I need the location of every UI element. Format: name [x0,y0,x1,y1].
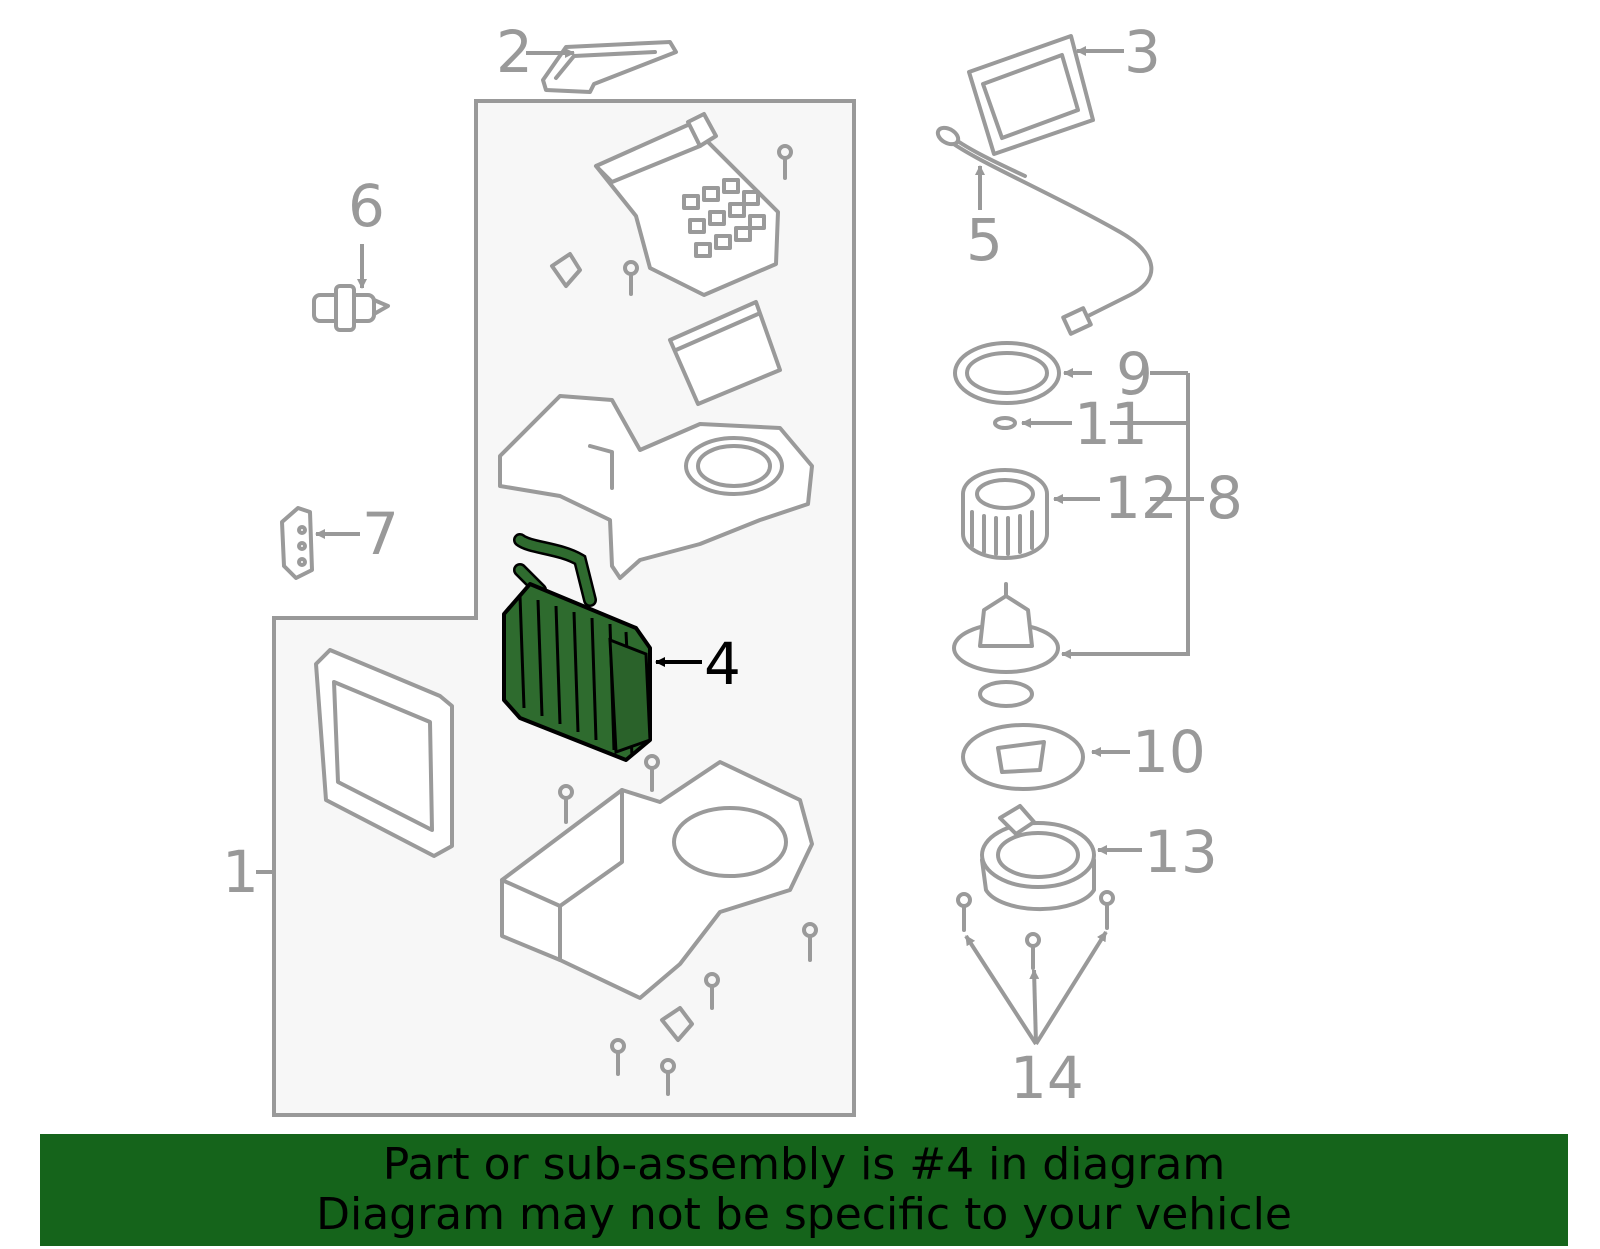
banner-line-2: Diagram may not be specific to your vehi… [316,1189,1292,1240]
part-13-housing [980,804,1096,912]
screw [660,1058,676,1096]
part-5-sensor-harness [935,125,1154,336]
callout-7: 7 [362,500,399,568]
leader-lines [256,46,1204,1046]
screw [610,1038,626,1076]
part-4-evaporator [502,533,652,762]
callout-11: 11 [1074,390,1148,458]
part-6-actuator [312,284,390,332]
screw [802,922,818,962]
part-3-cabin-filter [967,34,1095,156]
part-2-seal [541,40,678,94]
mode-door [668,300,782,406]
frame-seal [314,648,454,858]
blower-case-upper [498,394,814,580]
banner-line-1: Part or sub-assembly is #4 in diagram [382,1139,1226,1190]
callout-14: 14 [1010,1044,1084,1112]
callout-9: 9 [1116,340,1153,408]
callout-labels: 2 3 5 6 7 4 1 9 11 12 8 10 13 14 [222,18,1243,1112]
callout-12: 12 [1104,464,1178,532]
callout-1: 1 [222,838,259,906]
screw [558,784,574,824]
screw [623,260,639,296]
part-11-o-ring [993,416,1017,430]
clip [660,1006,694,1042]
clip [550,252,582,288]
part-12-fan-wheel [961,468,1049,560]
screw [956,892,972,932]
screw [644,754,660,792]
screw [777,144,793,180]
part-10-motor-plate [961,723,1085,791]
callout-5: 5 [966,206,1003,274]
callout-3: 3 [1124,18,1161,86]
screw [1099,890,1115,930]
blower-motor [952,582,1060,708]
callout-10: 10 [1132,718,1206,786]
blower-case-lower [500,760,814,1000]
callout-8: 8 [1206,464,1243,532]
screw [1025,932,1041,970]
callout-13: 13 [1144,818,1218,886]
part-9-gasket [953,341,1061,405]
info-banner: Part or sub-assembly is #4 in diagram Di… [40,1134,1568,1246]
upper-case [594,112,780,297]
callout-6: 6 [348,172,385,240]
part-7-clip [280,506,314,580]
screw [704,972,720,1010]
callout-2: 2 [496,18,533,86]
callout-4: 4 [704,630,741,698]
